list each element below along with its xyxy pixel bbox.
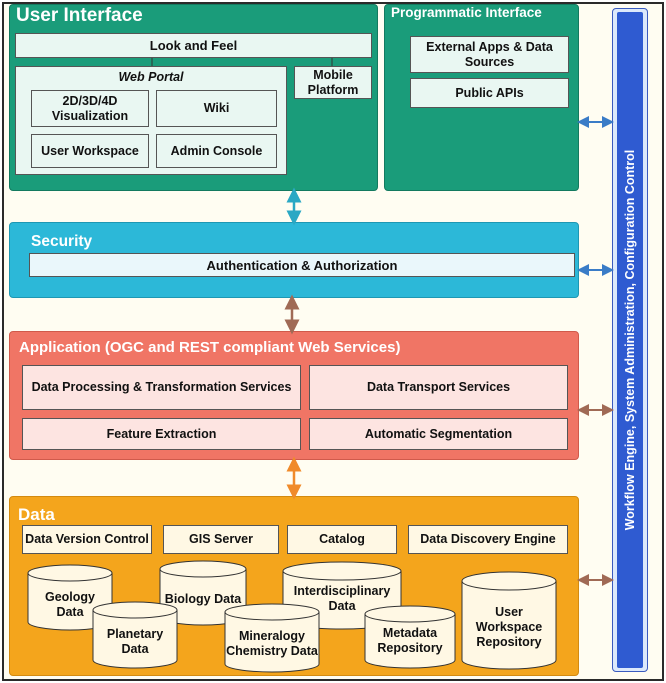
- mineralogy-data-label: Mineralogy Chemistry Data: [226, 629, 318, 658]
- gis-server-box: GIS Server: [163, 525, 279, 554]
- application-title: Application (OGC and REST compliant Web …: [19, 339, 401, 356]
- interdisciplinary-data-label: Interdisciplinary Data: [293, 584, 391, 613]
- data-version-control-box: Data Version Control: [22, 525, 152, 554]
- look-and-feel-box: Look and Feel: [15, 33, 372, 58]
- visualization-box: 2D/3D/4D Visualization: [31, 90, 149, 127]
- external-apps-box: External Apps & Data Sources: [410, 36, 569, 73]
- programmatic-interface-title: Programmatic Interface: [391, 5, 542, 20]
- data-processing-box: Data Processing & Transformation Service…: [22, 365, 301, 410]
- data-transport-box: Data Transport Services: [309, 365, 568, 410]
- authentication-box: Authentication & Authorization: [29, 253, 575, 277]
- user-workspace-box: User Workspace: [31, 134, 149, 168]
- mobile-platform-box: Mobile Platform: [294, 66, 372, 99]
- user-workspace-repository-label: User Workspace Repository: [475, 604, 543, 649]
- web-portal-title: Web Portal: [118, 70, 184, 84]
- public-apis-box: Public APIs: [410, 78, 569, 108]
- data-title: Data: [18, 505, 55, 524]
- planetary-data-label: Planetary Data: [106, 627, 164, 656]
- feature-extraction-box: Feature Extraction: [22, 418, 301, 450]
- catalog-box: Catalog: [287, 525, 397, 554]
- metadata-repository-label: Metadata Repository: [377, 626, 443, 655]
- wiki-box: Wiki: [156, 90, 277, 127]
- data-discovery-engine-box: Data Discovery Engine: [408, 525, 568, 554]
- biology-data-label: Biology Data: [164, 591, 242, 606]
- security-title: Security: [31, 233, 93, 250]
- workflow-bar-fill: [617, 12, 643, 668]
- geology-data-label: Geology Data: [44, 590, 95, 619]
- user-interface-title: User Interface: [16, 5, 143, 26]
- automatic-segmentation-box: Automatic Segmentation: [309, 418, 568, 450]
- workflow-label: Workflow Engine, System Administration, …: [623, 149, 637, 531]
- admin-console-box: Admin Console: [156, 134, 277, 168]
